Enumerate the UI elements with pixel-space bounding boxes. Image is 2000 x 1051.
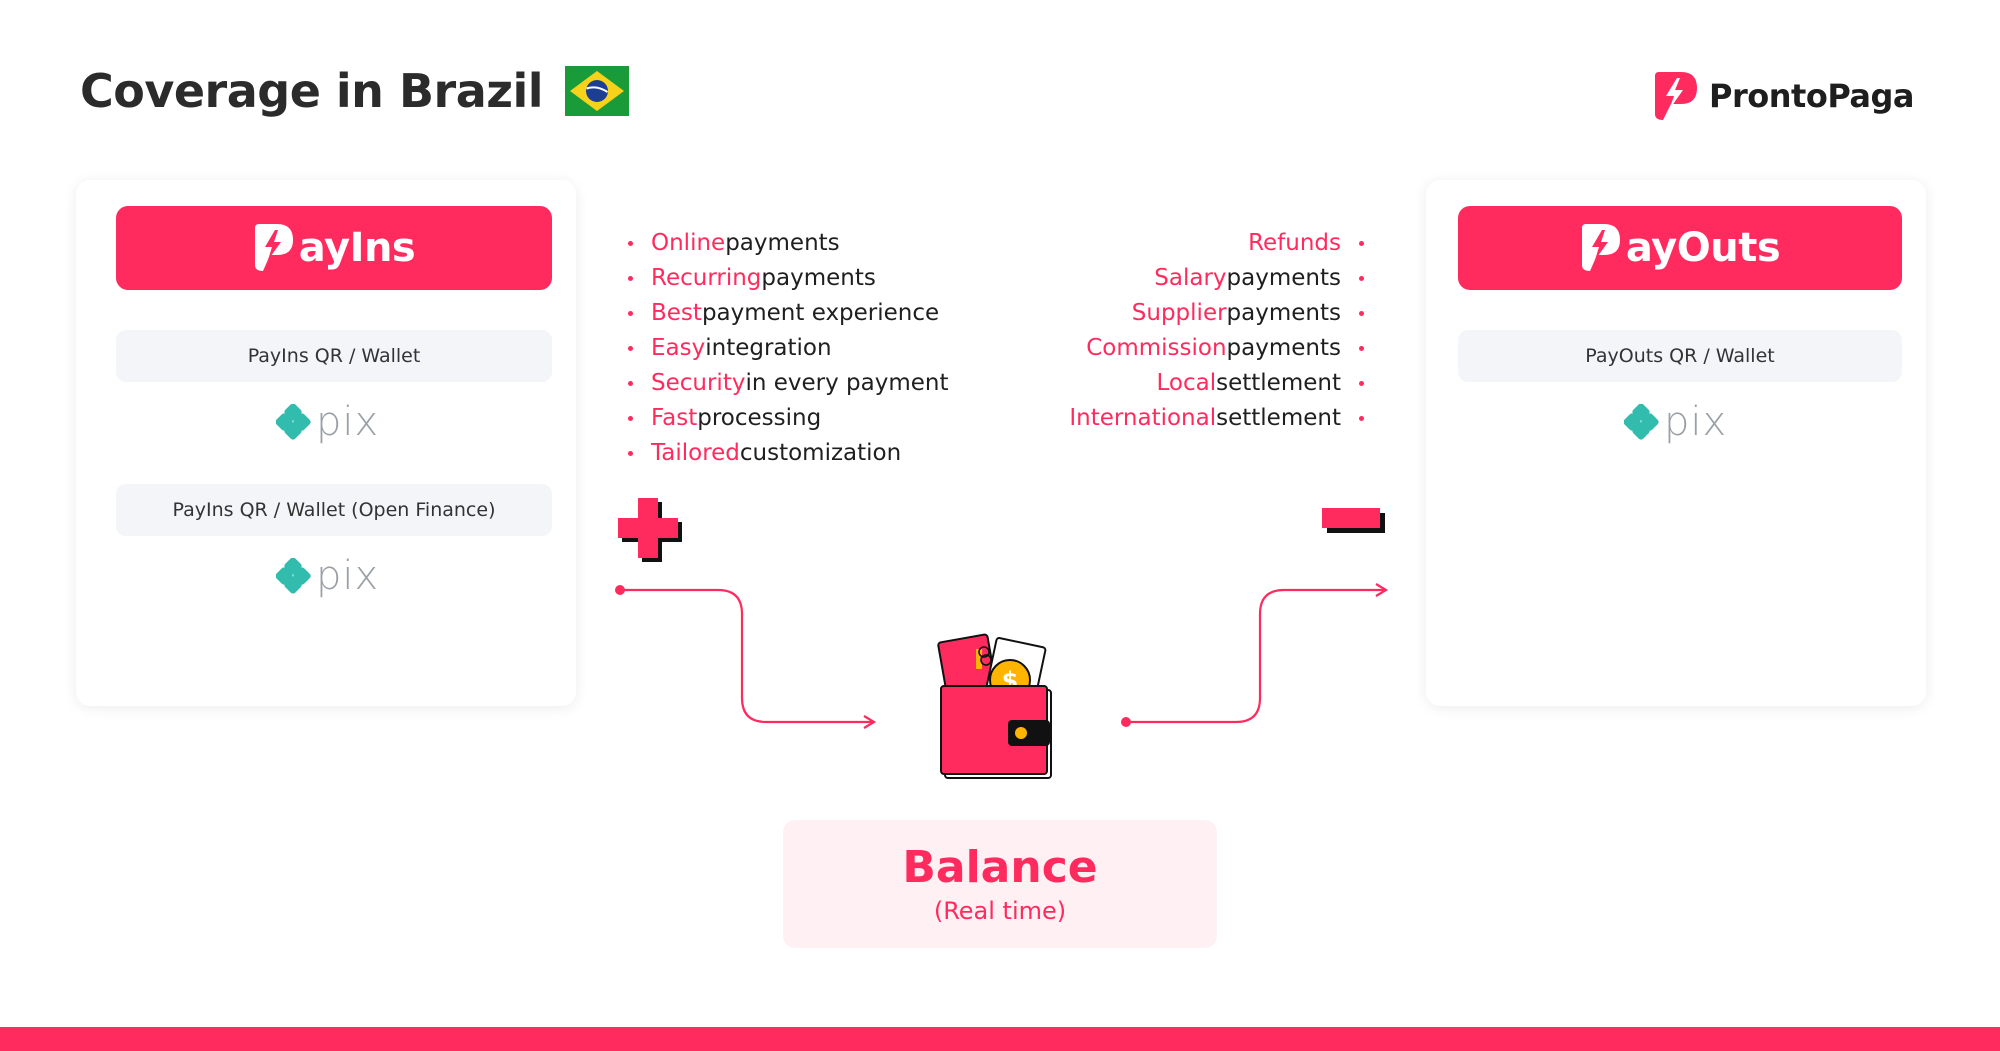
method-label: PayIns QR / Wallet	[247, 345, 421, 367]
prontopaga-logo-icon	[1655, 72, 1698, 120]
benefit-text: payments	[725, 230, 840, 256]
bullet-dot	[628, 381, 633, 386]
list-item: Security in every payment	[628, 366, 948, 401]
pix-diamond-icon	[276, 558, 311, 594]
benefit-highlight: Commission	[1086, 335, 1227, 361]
benefit-highlight: Supplier	[1131, 300, 1227, 326]
benefit-highlight: Fast	[651, 405, 698, 431]
payin-benefits-list: Online payments Recurring payments Best …	[628, 226, 948, 471]
benefit-highlight: Best	[651, 300, 702, 326]
brazil-flag-icon	[565, 66, 630, 116]
bullet-dot	[628, 451, 633, 456]
benefit-text: integration	[705, 335, 832, 361]
benefit-highlight: Easy	[651, 335, 706, 361]
bullet-dot	[628, 416, 633, 421]
pix-logo: pix	[276, 556, 379, 596]
balance-box: Balance (Real time)	[783, 820, 1217, 948]
wallet-icon: $	[937, 633, 1052, 779]
prontopaga-p-icon	[1581, 224, 1620, 271]
payouts-card: ayOuts PayOuts QR / Wallet pix	[1426, 180, 1926, 706]
footer-bar	[0, 1027, 2000, 1051]
list-item: Best payment experience	[628, 296, 948, 331]
pix-logo: pix	[276, 402, 379, 442]
benefit-text: payments	[761, 265, 876, 291]
list-item: Commission payments	[1069, 331, 1364, 366]
brand-logo: ProntoPaga	[1651, 70, 1914, 122]
benefit-highlight: Recurring	[651, 265, 762, 291]
list-item: Fast processing	[628, 401, 948, 436]
list-item: Supplier payments	[1069, 296, 1364, 331]
list-item: Local settlement	[1069, 366, 1364, 401]
inflow-connector	[615, 585, 877, 729]
pix-diamond-icon	[1624, 404, 1659, 440]
payins-banner: ayIns	[116, 206, 552, 290]
prontopaga-p-icon	[254, 224, 293, 271]
bullet-dot	[628, 276, 633, 281]
list-item: Recurring payments	[628, 261, 948, 296]
payouts-label: ayOuts	[1625, 225, 1781, 271]
benefit-highlight: Tailored	[651, 440, 740, 466]
payouts-banner: ayOuts	[1458, 206, 1902, 290]
payins-label: ayIns	[298, 225, 416, 271]
pix-logo: pix	[1624, 402, 1727, 442]
benefit-text: payments	[1226, 300, 1341, 326]
list-item: Easy integration	[628, 331, 948, 366]
bullet-dot	[628, 311, 633, 316]
bullet-dot	[1359, 241, 1364, 246]
page-header: Coverage in Brazil	[80, 64, 630, 118]
bullet-dot	[1359, 416, 1364, 421]
benefit-highlight: Refunds	[1248, 230, 1341, 256]
bullet-dot	[628, 241, 633, 246]
benefit-highlight: Salary	[1154, 265, 1227, 291]
payouts-method-qr-wallet: PayOuts QR / Wallet	[1458, 330, 1902, 382]
benefit-text: payments	[1226, 265, 1341, 291]
benefit-highlight: Local	[1156, 370, 1217, 396]
minus-icon	[1322, 508, 1385, 533]
list-item: Online payments	[628, 226, 948, 261]
list-item: Salary payments	[1069, 261, 1364, 296]
benefit-text: payment experience	[701, 300, 940, 326]
benefit-highlight: Online	[651, 230, 726, 256]
balance-subtitle: (Real time)	[933, 897, 1067, 925]
benefit-text: settlement	[1216, 370, 1341, 396]
bullet-dot	[628, 346, 633, 351]
brand-name: ProntoPaga	[1709, 77, 1914, 115]
plus-icon	[618, 498, 682, 562]
payins-method-open-finance: PayIns QR / Wallet (Open Finance)	[116, 484, 552, 536]
bullet-dot	[1359, 381, 1364, 386]
benefit-text: payments	[1226, 335, 1341, 361]
page-title: Coverage in Brazil	[80, 64, 544, 118]
benefit-highlight: Security	[651, 370, 746, 396]
bullet-dot	[1359, 276, 1364, 281]
pix-diamond-icon	[276, 404, 311, 440]
benefit-text: settlement	[1216, 405, 1341, 431]
bullet-dot	[1359, 311, 1364, 316]
outflow-connector	[1121, 583, 1389, 727]
benefit-text: processing	[697, 405, 822, 431]
balance-title: Balance	[902, 842, 1098, 893]
list-item: Refunds	[1069, 226, 1364, 261]
payout-benefits-list: Refunds Salary payments Supplier payment…	[1069, 226, 1364, 436]
method-label: PayOuts QR / Wallet	[1585, 345, 1775, 367]
payins-card: ayIns PayIns QR / Wallet pix PayIns QR /…	[76, 180, 576, 706]
payins-method-qr-wallet: PayIns QR / Wallet	[116, 330, 552, 382]
benefit-highlight: International	[1069, 405, 1217, 431]
benefit-text: customization	[739, 440, 902, 466]
method-label: PayIns QR / Wallet (Open Finance)	[172, 499, 496, 521]
bullet-dot	[1359, 346, 1364, 351]
pix-wordmark: pix	[316, 399, 380, 445]
pix-wordmark: pix	[1664, 399, 1728, 445]
list-item: Tailored customization	[628, 436, 948, 471]
benefit-text: in every payment	[745, 370, 949, 396]
list-item: International settlement	[1069, 401, 1364, 436]
pix-wordmark: pix	[316, 553, 380, 599]
